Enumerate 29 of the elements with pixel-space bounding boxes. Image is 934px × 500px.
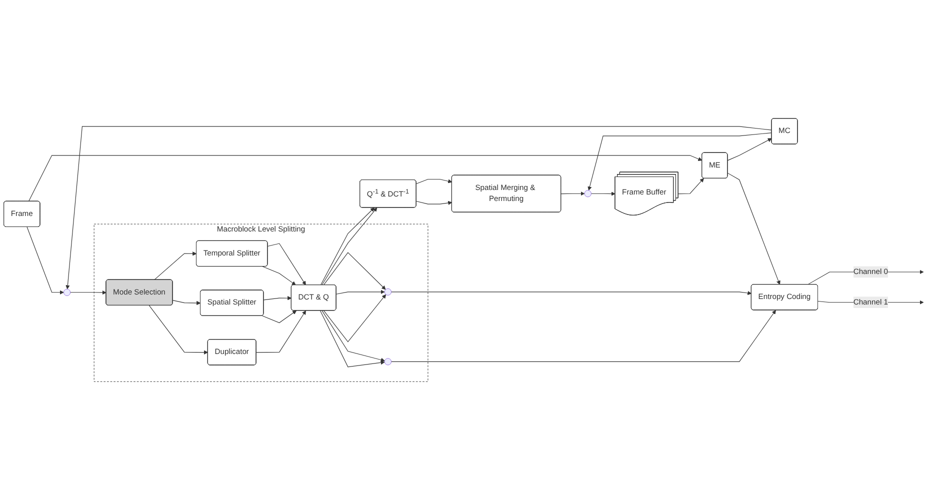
arrow [256, 310, 306, 353]
arrow [26, 226, 64, 294]
arrow [323, 252, 386, 290]
arrow [324, 294, 386, 342]
arrow [262, 266, 296, 286]
arrow [560, 192, 585, 196]
arrow [262, 310, 297, 324]
arrow [172, 300, 201, 306]
arrow [590, 192, 616, 196]
arrow [390, 310, 776, 362]
arrow [416, 200, 452, 206]
arrow [390, 290, 752, 296]
node-circle [63, 288, 71, 296]
arrow [70, 290, 106, 295]
node-circle [384, 358, 392, 366]
arrow [28, 155, 702, 202]
node-circle [584, 190, 592, 198]
arrow [336, 290, 385, 294]
arrow [263, 296, 292, 300]
arrow [727, 138, 772, 161]
node-circle [384, 288, 392, 296]
arrow [66, 126, 772, 290]
arrow [678, 178, 704, 194]
arrow [148, 305, 208, 354]
arrow [727, 172, 780, 285]
arrow [588, 132, 772, 191]
arrow [416, 178, 452, 184]
arrow [267, 243, 306, 286]
arrow [154, 252, 197, 280]
